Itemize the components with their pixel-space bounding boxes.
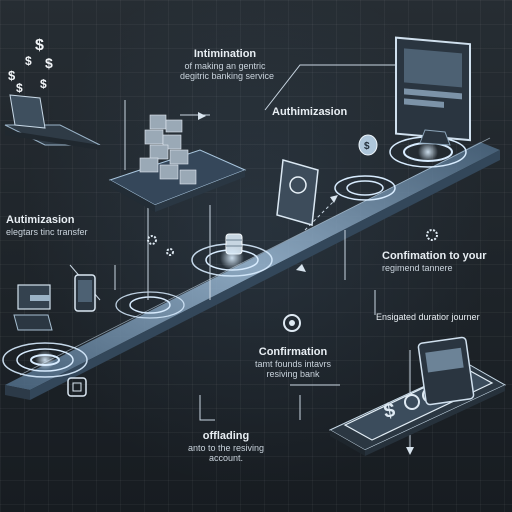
step-title: Authimizasion bbox=[272, 106, 348, 118]
step-intimination: Intimination of making an gentric degitr… bbox=[180, 48, 275, 81]
step-desc: of making an gentric bbox=[184, 60, 266, 71]
dollar-sign-icon: $ bbox=[382, 399, 397, 423]
step-authimizasion: Authimizasion bbox=[272, 106, 347, 119]
arrow-head bbox=[330, 195, 338, 203]
arrow-head bbox=[198, 112, 206, 120]
step-title: Intimination bbox=[193, 48, 257, 60]
ring-node-1 bbox=[115, 291, 185, 319]
gear-icon bbox=[166, 248, 174, 256]
step-desc: degitric banking service bbox=[180, 70, 275, 81]
step-desc: regimend tannere bbox=[382, 262, 453, 273]
arrow-heads bbox=[198, 61, 414, 455]
step-desc: anto to the resiving bbox=[187, 442, 265, 453]
arrow-head bbox=[406, 447, 414, 455]
step-confimation-to-your: Confimation to your regimend tannere bbox=[382, 250, 487, 273]
step-autimizasion: Autimizasion elegtars tinc transfer bbox=[6, 214, 88, 237]
step-offlading: offlading anto to the resiving account. bbox=[176, 430, 276, 463]
coin-icon: $ bbox=[358, 134, 378, 156]
dollar-sign-icon: $ bbox=[25, 54, 32, 68]
step-ensigated: Ensigated duratior journer bbox=[376, 312, 480, 322]
ring-node-3 bbox=[334, 175, 396, 201]
gear-icon bbox=[147, 235, 157, 245]
fingerprint-icon bbox=[67, 377, 87, 397]
monitor-icon bbox=[395, 36, 471, 146]
dollar-sign-icons: $ $ $ $ $ $ bbox=[8, 37, 53, 95]
dollar-sign-icon: $ bbox=[16, 81, 23, 95]
glow-dots bbox=[35, 142, 438, 370]
step-title: Autimizasion bbox=[6, 214, 75, 226]
smartphone-icon bbox=[74, 274, 96, 312]
dollar-sign-icon: $ bbox=[45, 55, 53, 71]
step-title: Ensigated duratior journer bbox=[376, 312, 480, 322]
arrow-head bbox=[296, 264, 306, 272]
laptop-icon bbox=[4, 94, 101, 150]
step-title: Confirmation bbox=[258, 346, 328, 358]
left-terminal bbox=[13, 284, 53, 331]
gear-icon bbox=[426, 229, 438, 241]
step-confirmation: Confirmation tamt founds intavrs resivin… bbox=[238, 346, 348, 379]
coin-icon bbox=[283, 314, 301, 332]
card-device bbox=[276, 159, 319, 226]
dollar-sign-icon: $ bbox=[35, 37, 44, 54]
step-desc: account. bbox=[208, 452, 244, 463]
step-desc: tamt founds intavrs bbox=[254, 358, 332, 369]
server-stack-icon bbox=[108, 114, 247, 212]
gear-icons bbox=[147, 229, 438, 256]
dollar-sign-icon: $ bbox=[8, 68, 16, 83]
step-title: Confimation to your bbox=[382, 250, 487, 262]
step-title: offlading bbox=[202, 430, 250, 442]
tablet-icon: $ bbox=[328, 336, 507, 456]
dollar-sign-icon: $ bbox=[40, 77, 47, 91]
step-desc: elegtars tinc transfer bbox=[6, 226, 88, 237]
svg-text:$: $ bbox=[364, 141, 370, 152]
step-desc: resiving bank bbox=[266, 368, 320, 379]
